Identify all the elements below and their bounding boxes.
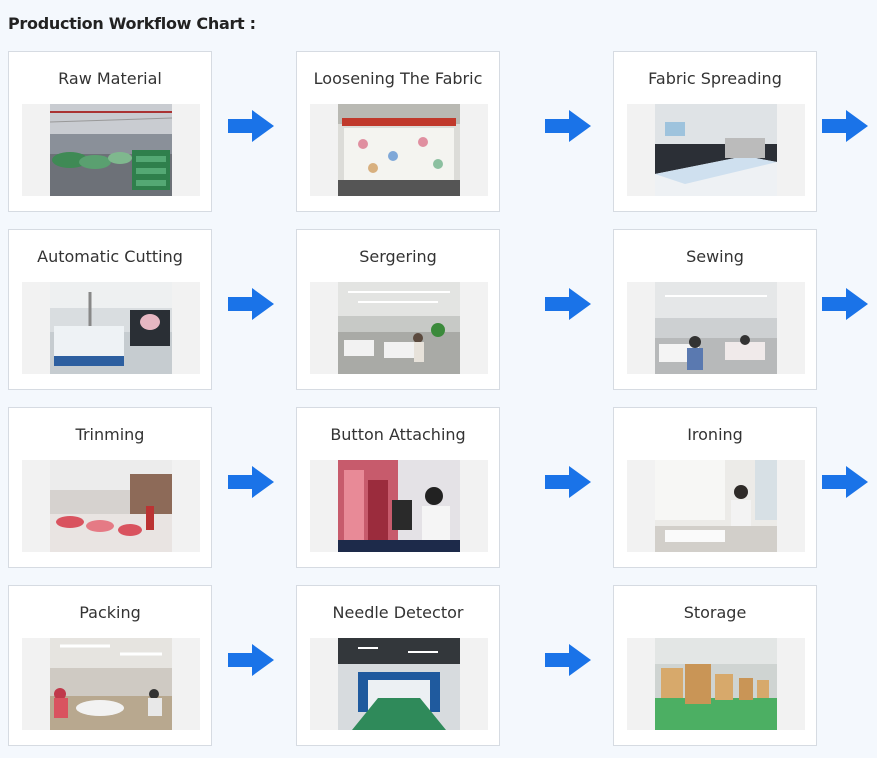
fabric-spreading-table-photo	[655, 104, 777, 196]
step-label: Raw Material	[58, 69, 162, 88]
arrow-right-icon	[822, 466, 868, 498]
step-label: Needle Detector	[332, 603, 464, 622]
page-title: Production Workflow Chart :	[8, 14, 256, 33]
step-label: Loosening The Fabric	[313, 69, 483, 88]
step-label: Packing	[79, 603, 141, 622]
warehouse-fabric-rolls-photo	[50, 104, 172, 196]
step-label: Sewing	[686, 247, 744, 266]
step-card-automatic-cutting: Automatic Cutting	[8, 229, 212, 390]
step-label: Button Attaching	[330, 425, 466, 444]
step-label: Fabric Spreading	[648, 69, 782, 88]
step-card-raw-material: Raw Material	[8, 51, 212, 212]
step-card-sewing: Sewing	[613, 229, 817, 390]
arrow-right-icon	[545, 288, 591, 320]
arrow-right-icon	[228, 644, 274, 676]
step-card-storage: Storage	[613, 585, 817, 746]
automatic-cutting-machine-photo	[50, 282, 172, 374]
arrow-right-icon	[228, 466, 274, 498]
needle-detector-machine-photo	[338, 638, 460, 730]
step-label: Sergering	[359, 247, 437, 266]
ironing-photo	[655, 460, 777, 552]
step-card-packing: Packing	[8, 585, 212, 746]
step-card-fabric-spreading: Fabric Spreading	[613, 51, 817, 212]
step-card-ironing: Ironing	[613, 407, 817, 568]
trimming-workshop-photo	[50, 460, 172, 552]
step-card-sergering: Sergering	[296, 229, 500, 390]
step-card-loosening-the-fabric: Loosening The Fabric	[296, 51, 500, 212]
step-label: Ironing	[687, 425, 743, 444]
step-label: Automatic Cutting	[37, 247, 183, 266]
storage-warehouse-photo	[655, 638, 777, 730]
sergering-workshop-photo	[338, 282, 460, 374]
arrow-right-icon	[822, 110, 868, 142]
packing-workshop-photo	[50, 638, 172, 730]
step-label: Trinming	[75, 425, 145, 444]
arrow-right-icon	[822, 288, 868, 320]
step-card-trimming: Trinming	[8, 407, 212, 568]
fabric-loosening-machine-photo	[338, 104, 460, 196]
sewing-workshop-photo	[655, 282, 777, 374]
step-card-button-attaching: Button Attaching	[296, 407, 500, 568]
arrow-right-icon	[545, 466, 591, 498]
arrow-right-icon	[228, 110, 274, 142]
arrow-right-icon	[228, 288, 274, 320]
step-card-needle-detector: Needle Detector	[296, 585, 500, 746]
button-attaching-photo	[338, 460, 460, 552]
arrow-right-icon	[545, 644, 591, 676]
arrow-right-icon	[545, 110, 591, 142]
step-label: Storage	[683, 603, 747, 622]
